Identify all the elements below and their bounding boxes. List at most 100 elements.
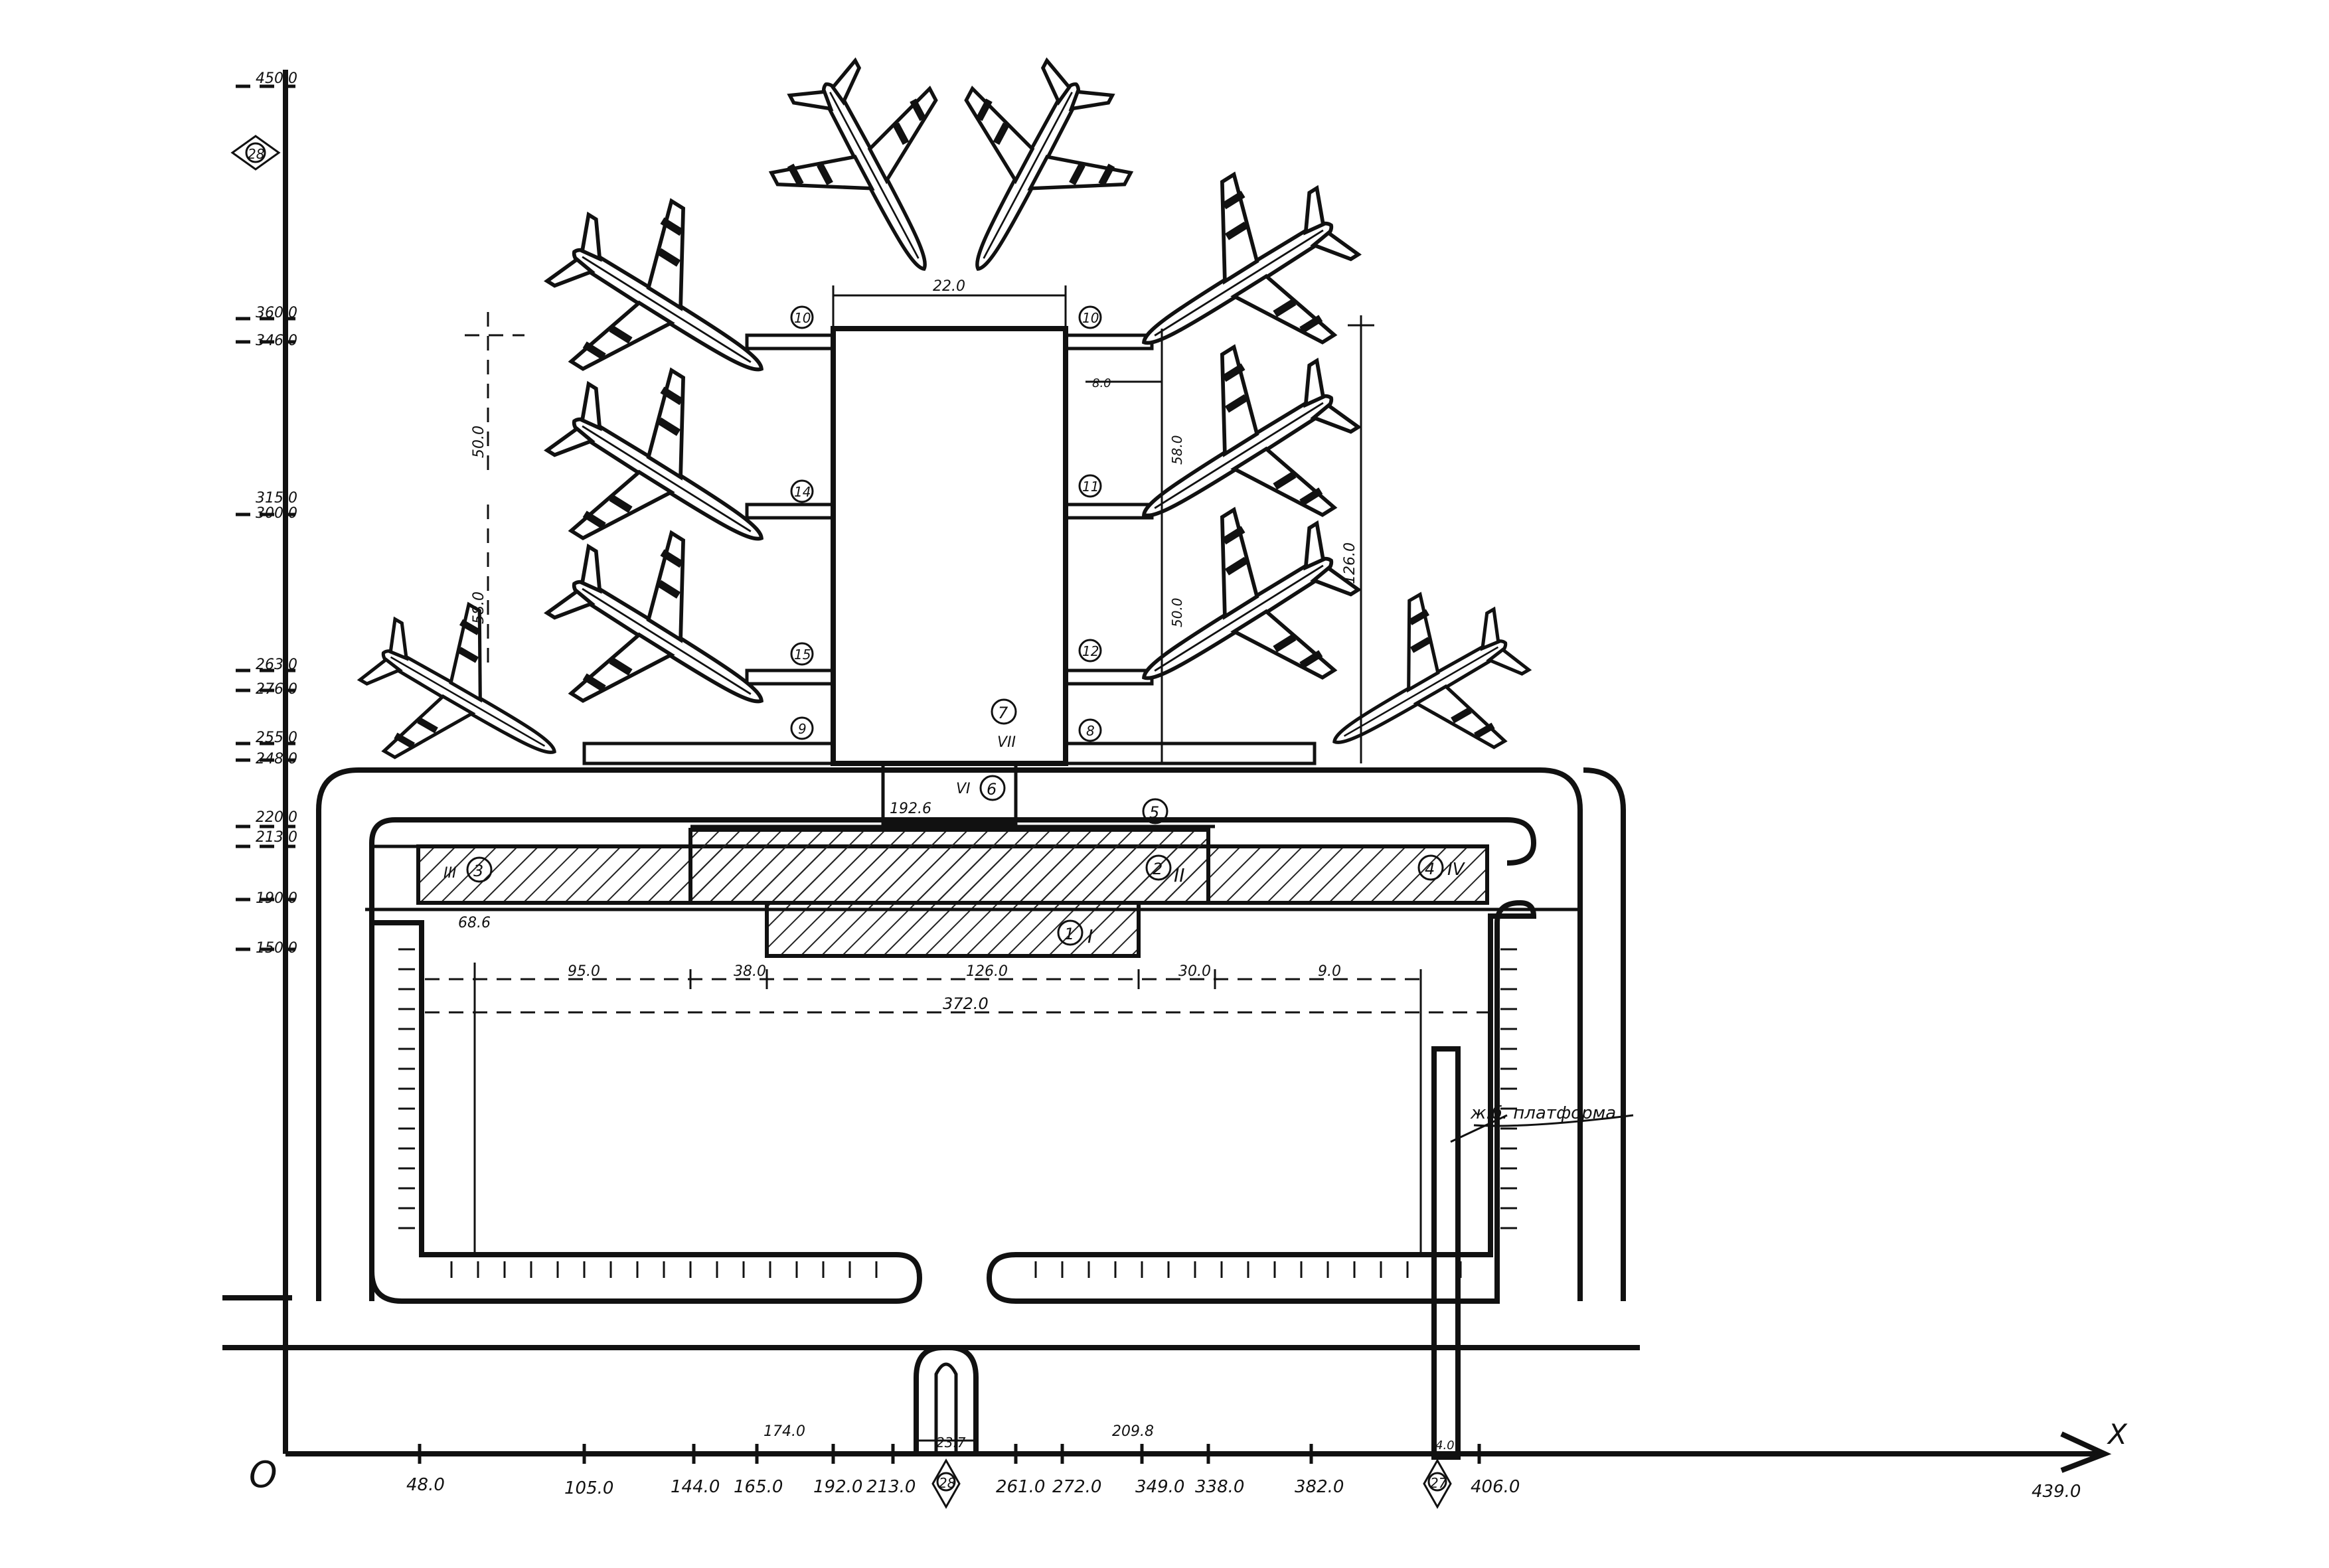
dim-68: 68.6	[458, 915, 491, 931]
dim-chain-label: 126.0	[966, 963, 1008, 980]
y-tick-label: 276.0	[256, 681, 297, 698]
dim-chain-label: 95.0	[568, 963, 600, 980]
building-6-roman: VI	[956, 781, 971, 797]
dim-209: 209.8	[1112, 1423, 1154, 1440]
gap-dim: 58.0	[471, 591, 487, 624]
y-tick-label: 248.0	[256, 751, 297, 767]
gate-number: 14	[794, 484, 811, 500]
dim-174: 174.0	[763, 1423, 805, 1440]
dim-chain-label: 38.0	[734, 963, 766, 980]
x-axis-label: X	[2107, 1418, 2128, 1450]
y-tick-label: 315.0	[256, 490, 297, 507]
origin-label: O	[249, 1454, 278, 1496]
building-2-roman: II	[1174, 864, 1185, 886]
parking-right-strip	[986, 900, 1537, 1304]
building-7-roman: VII	[997, 734, 1016, 751]
x-tick-label: 105.0	[564, 1478, 613, 1498]
x-tick-label: 48.0	[406, 1475, 445, 1495]
gate-bridge	[1064, 503, 1154, 520]
dim-chain-label: 30.0	[1178, 963, 1211, 980]
x-tick-label: 349.0	[1135, 1477, 1184, 1497]
gap-dim: 50.0	[471, 426, 487, 458]
building-2	[688, 828, 1210, 905]
y-axis-tick-labels: 450.0 360.0 346.0 315.0 300.0 263.0 276.…	[256, 70, 297, 957]
building-6-number: 6	[987, 780, 997, 799]
x-tick-label: 439.0	[2032, 1482, 2081, 1502]
gate-bridge	[1064, 668, 1154, 686]
gap-dim: 50.0	[1169, 597, 1185, 627]
building-4-roman: IV	[1447, 860, 1466, 880]
x-tick-label: 338.0	[1195, 1477, 1244, 1497]
x-tick-label: 192.0	[813, 1477, 862, 1497]
bridge-dim: 8.0	[1092, 376, 1111, 390]
building-5-number: 5	[1149, 803, 1159, 822]
aircraft-icon	[744, 36, 1003, 311]
gate-bridge	[745, 503, 835, 520]
overall-dim: 372.0	[943, 994, 989, 1013]
diamond-marker-icon	[1423, 1458, 1452, 1510]
pier-length-dim: 126.0	[1342, 542, 1358, 584]
parking-area	[369, 900, 1537, 1304]
gate-bridge	[745, 668, 835, 686]
y-tick-label: 300.0	[256, 505, 297, 522]
building-4-number: 4	[1425, 860, 1435, 878]
x-tick-label: 213.0	[866, 1477, 916, 1497]
outer-road-right-edge	[1583, 767, 1626, 1301]
x-tick-label: 272.0	[1052, 1477, 1101, 1497]
y-marker-label: 28	[248, 146, 264, 162]
apron-right	[1064, 742, 1317, 765]
x-tick-label: 165.0	[734, 1477, 783, 1497]
x-tick-label: 382.0	[1295, 1477, 1344, 1497]
building-1	[765, 901, 1141, 958]
gate-number: 10	[794, 310, 811, 326]
y-tick-label: 263.0	[256, 657, 297, 673]
x-tick-label: 261.0	[996, 1477, 1045, 1497]
aircraft-icon	[899, 36, 1159, 311]
platform-strip	[1431, 1046, 1461, 1460]
entrance-road	[914, 1345, 943, 1454]
gap-dim: 58.0	[1169, 435, 1185, 465]
y-tick-label: 150.0	[256, 940, 297, 957]
platform-label: ж.б. платформа	[1470, 1103, 1616, 1123]
terminal-buildings: 3 III 2 II 4 IV 1 I 5 6 VI 192.6	[365, 761, 1580, 958]
dim-192: 192.6	[890, 801, 931, 817]
building-7-number: 7	[998, 704, 1008, 722]
platform-width-label: 4.0	[1435, 1439, 1455, 1452]
dimension-lines: 50.0 58.0 58.0 50.0 126.0 8.0 68.6 95.0 …	[425, 312, 1494, 1450]
x-axis-tick-labels: 48.0 105.0 144.0 165.0 192.0 213.0 261.0…	[406, 1475, 2081, 1502]
x-marker-label: 27	[1430, 1475, 1447, 1491]
dim-chain-label: 9.0	[1318, 963, 1341, 980]
diamond-marker-icon	[931, 1458, 961, 1510]
concrete-platform: ж.б. платформа 4.0	[1431, 1046, 1634, 1460]
building-3-roman: III	[443, 865, 456, 882]
x-axis-markers: 28 27	[931, 1458, 1452, 1510]
x-axis-ticks	[418, 1444, 1481, 1464]
dim-23: 23.7	[936, 1435, 966, 1450]
outer-road-edge	[316, 767, 1583, 1301]
apron-left	[582, 742, 835, 765]
coordinate-axes: O X	[249, 70, 2128, 1496]
gate-number: 11	[1082, 479, 1099, 495]
y-tick-label: 450.0	[256, 70, 297, 87]
gate-number: 9	[798, 721, 807, 737]
pier-width-dim: 22.0	[933, 278, 965, 295]
pier-building	[831, 326, 1068, 766]
y-axis-ticks	[236, 84, 295, 951]
x-tick-label: 144.0	[671, 1477, 720, 1497]
central-pier: 7 VII 22.0	[582, 278, 1317, 766]
gate-number: 10	[1082, 310, 1099, 326]
building-1-roman: I	[1087, 925, 1093, 947]
building-2-number: 2	[1153, 860, 1163, 878]
y-axis-marker: 28	[230, 135, 281, 171]
parked-aircraft	[335, 36, 1554, 825]
platform-leader-line	[1450, 1114, 1508, 1143]
building-3-number: 3	[473, 862, 483, 880]
gate-bridge	[1064, 333, 1154, 351]
y-tick-label: 360.0	[256, 305, 297, 321]
access-roads	[222, 767, 1640, 1454]
aircraft-icon	[518, 499, 812, 781]
y-tick-label: 346.0	[256, 333, 297, 349]
gate-number: 8	[1086, 723, 1095, 739]
x-marker-label: 28	[939, 1475, 955, 1491]
